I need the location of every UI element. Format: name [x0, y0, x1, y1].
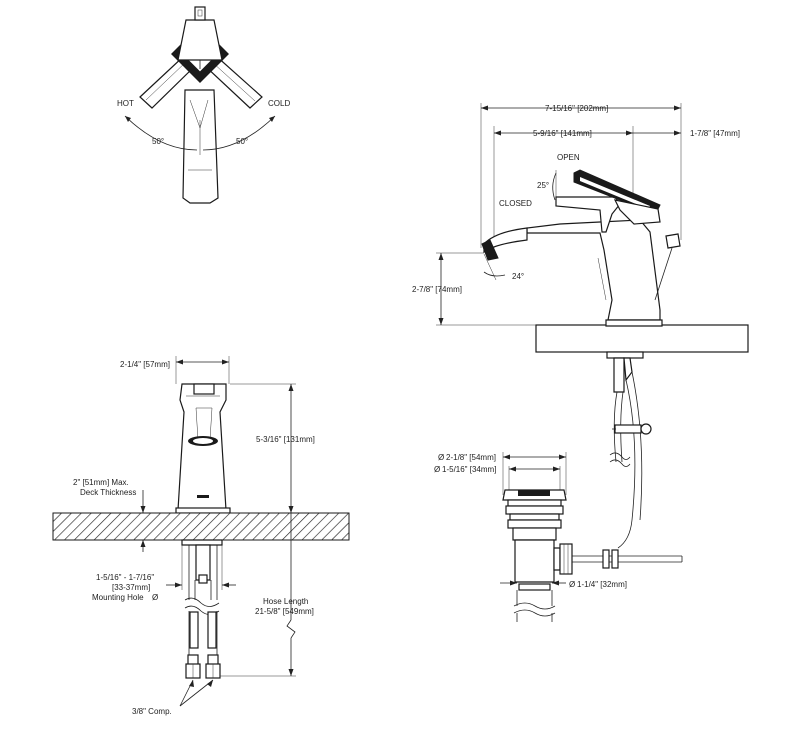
deck-thickness-line1: 2" [51mm] Max.: [73, 478, 129, 487]
drain-diameter-inner-label: 1-5/16" [34mm]: [442, 465, 496, 474]
overall-width-label: 7-15/16" [202mm]: [545, 104, 608, 113]
comp-label: 3/8" Comp.: [132, 707, 172, 716]
mounting-hole-line3: Mounting Hole: [92, 593, 144, 602]
overall-height-label: 5-3/16" [131mm]: [256, 435, 315, 444]
cold-label: COLD: [268, 99, 290, 108]
hose-length-line1: Hose Length: [263, 597, 308, 606]
mounting-hole-line2: [33-37mm]: [112, 583, 150, 592]
handle-offset-label: 1-7/8" [47mm]: [690, 129, 740, 138]
side-view: [436, 103, 749, 549]
angle-right-label: 50°: [236, 137, 248, 146]
tailpiece-diameter-label: 1-1/4" [32mm]: [577, 580, 627, 589]
drain-diameter-outer-label: 2-1/8" [54mm]: [446, 453, 496, 462]
mounting-hole-line1: 1-5/16" - 1-7/16": [96, 573, 154, 582]
base-width-label: 2-1/4" [57mm]: [120, 360, 170, 369]
lever-angle-label: 25°: [537, 181, 549, 190]
top-view: [124, 6, 276, 204]
angle-left-label: 50°: [152, 137, 164, 146]
front-view: [52, 356, 350, 707]
deck-thickness-line2: Deck Thickness: [80, 488, 136, 497]
spout-height-label: 2-7/8" [74mm]: [412, 285, 462, 294]
mounting-hole-diameter: Ø: [152, 593, 158, 602]
hose-length-line2: 21-5/8" [549mm]: [255, 607, 314, 616]
closed-label: CLOSED: [499, 199, 532, 208]
hot-label: HOT: [117, 99, 134, 108]
open-label: OPEN: [557, 153, 580, 162]
drain-diameter-symbol-outer: Ø: [438, 453, 444, 462]
drain-assembly: [500, 452, 683, 622]
spout-reach-label: 5-9/16" [141mm]: [533, 129, 592, 138]
spout-angle-label: 24°: [512, 272, 524, 281]
tailpiece-diameter-symbol: Ø: [569, 580, 575, 589]
drain-diameter-symbol-inner: Ø: [434, 465, 440, 474]
